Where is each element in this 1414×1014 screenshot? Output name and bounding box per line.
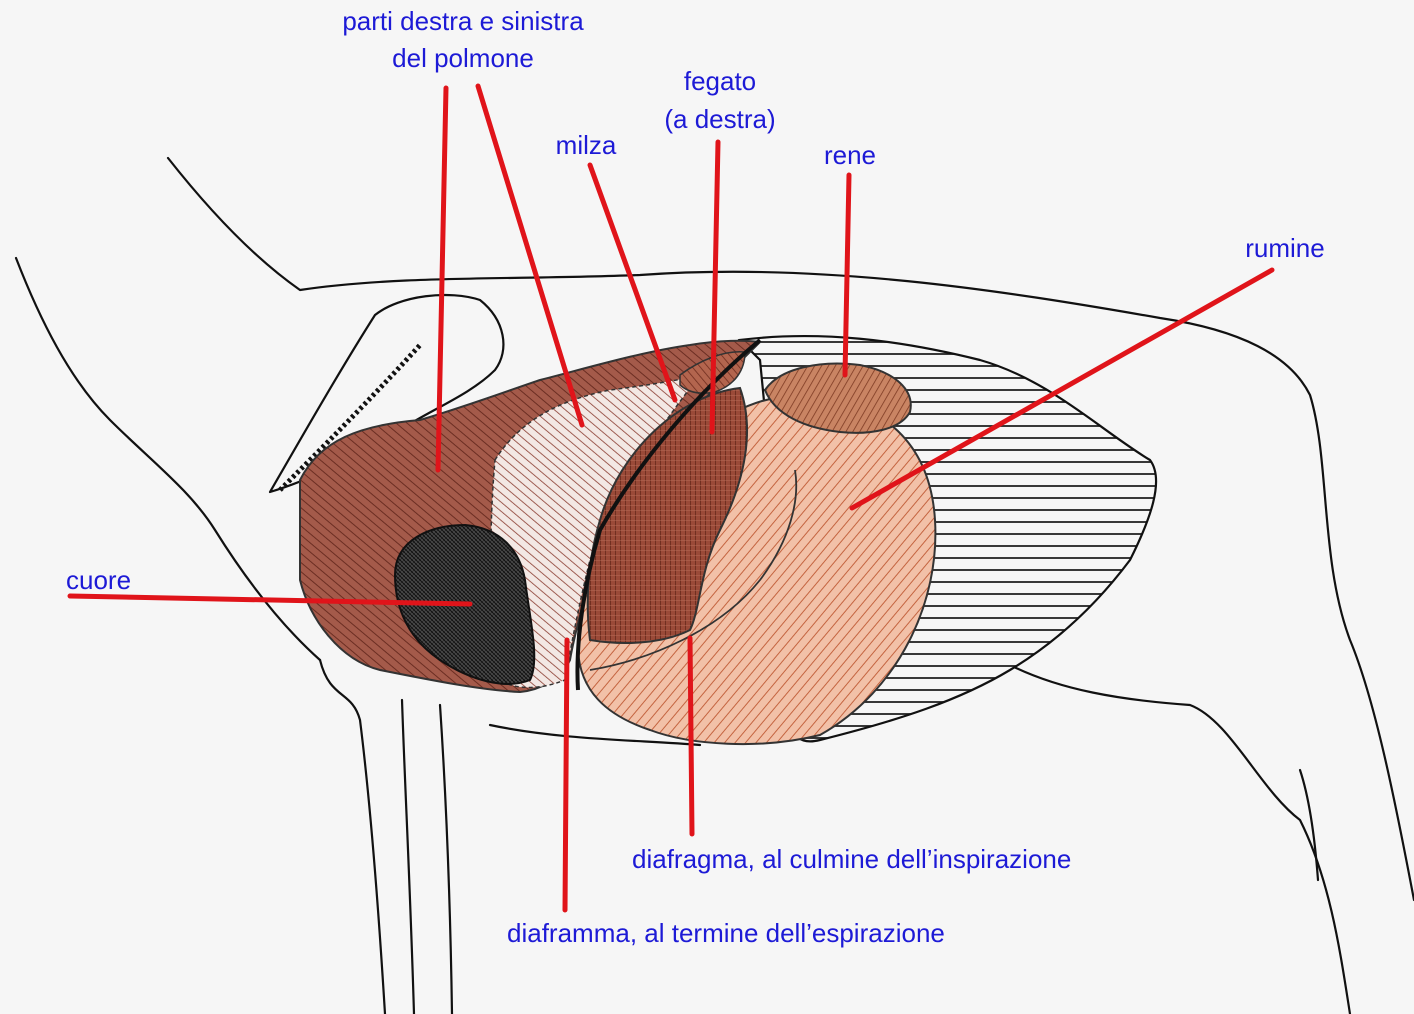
- label-liver-line-2: (a destra): [664, 104, 775, 134]
- label-rumen: rumine: [1245, 233, 1324, 263]
- label-diaphragm-expiration: diaframma, al termine dell’espirazione: [507, 918, 945, 948]
- label-kidney: rene: [824, 140, 876, 170]
- label-liver-line-1: fegato: [684, 66, 756, 96]
- label-spleen: milza: [556, 130, 617, 160]
- label-heart: cuore: [66, 565, 131, 595]
- label-lung-line-2: del polmone: [392, 43, 534, 73]
- leader-diaphragm-expiration: [565, 640, 567, 910]
- label-diaphragm-inspiration: diafragma, al culmine dell’inspirazione: [632, 844, 1071, 874]
- label-lung-line-1: parti destra e sinistra: [342, 6, 584, 36]
- leader-diaphragm-inspiration: [690, 638, 692, 834]
